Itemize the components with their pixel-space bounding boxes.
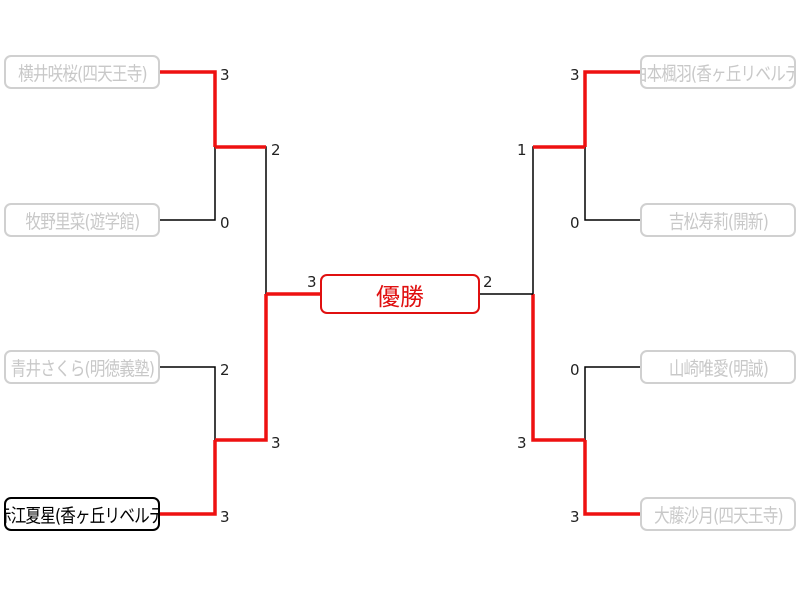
player-name: 由本楓羽(香ヶ丘リベルテ) xyxy=(640,62,796,85)
score-right-r2-top: 1 xyxy=(517,141,527,159)
score-left-r1-m1-top: 3 xyxy=(220,66,230,84)
score-left-r1-m1-bottom: 0 xyxy=(220,214,230,232)
player-right-3[interactable]: 山崎唯愛(明誠) xyxy=(640,350,796,384)
bracket-line xyxy=(160,70,217,147)
score-right-r1-m1-top: 3 xyxy=(570,66,580,84)
bracket-line xyxy=(160,440,217,516)
bracket-line xyxy=(584,147,640,221)
bracket-line xyxy=(584,366,640,440)
bracket-line xyxy=(583,70,640,147)
bracket-line xyxy=(215,294,268,442)
player-right-2[interactable]: 吉松寿莉(開新) xyxy=(640,203,796,237)
bracket-line xyxy=(160,147,216,221)
score-right-r1-m2-bottom: 3 xyxy=(570,508,580,526)
score-left-r1-m2-bottom: 3 xyxy=(220,508,230,526)
player-left-2[interactable]: 牧野里菜(遊学館) xyxy=(4,203,160,237)
score-left-r1-m2-top: 2 xyxy=(220,361,230,379)
player-name: 牧野里菜(遊学館) xyxy=(25,210,140,233)
champion-box: 優勝 xyxy=(320,274,480,314)
bracket-line xyxy=(531,294,585,442)
score-left-r2-bottom: 3 xyxy=(271,434,281,452)
score-right-r1-m1-bottom: 0 xyxy=(570,214,580,232)
bracket-line xyxy=(160,366,216,440)
player-name: 横井咲桜(四天王寺) xyxy=(17,62,147,85)
player-name: 吉松寿莉(開新) xyxy=(668,210,768,233)
player-name: 青井さくら(明徳義塾) xyxy=(10,357,154,380)
score-right-r2-bottom: 3 xyxy=(517,434,527,452)
bracket-line xyxy=(583,440,640,516)
score-final-left: 3 xyxy=(307,273,317,291)
player-right-4[interactable]: 大藤沙月(四天王寺) xyxy=(640,497,796,531)
player-name: 大藤沙月(四天王寺) xyxy=(653,504,783,527)
score-right-r1-m2-top: 0 xyxy=(570,361,580,379)
score-final-right: 2 xyxy=(483,273,493,291)
player-left-4[interactable]: 赤江夏星(香ヶ丘リベルテ) xyxy=(4,497,160,531)
player-right-1[interactable]: 由本楓羽(香ヶ丘リベルテ) xyxy=(640,55,796,89)
player-left-3[interactable]: 青井さくら(明徳義塾) xyxy=(4,350,160,384)
player-name: 山崎唯愛(明誠) xyxy=(668,357,768,380)
player-name: 赤江夏星(香ヶ丘リベルテ) xyxy=(4,504,160,527)
player-left-1[interactable]: 横井咲桜(四天王寺) xyxy=(4,55,160,89)
score-left-r2-top: 2 xyxy=(271,141,281,159)
champion-label: 優勝 xyxy=(376,282,424,311)
